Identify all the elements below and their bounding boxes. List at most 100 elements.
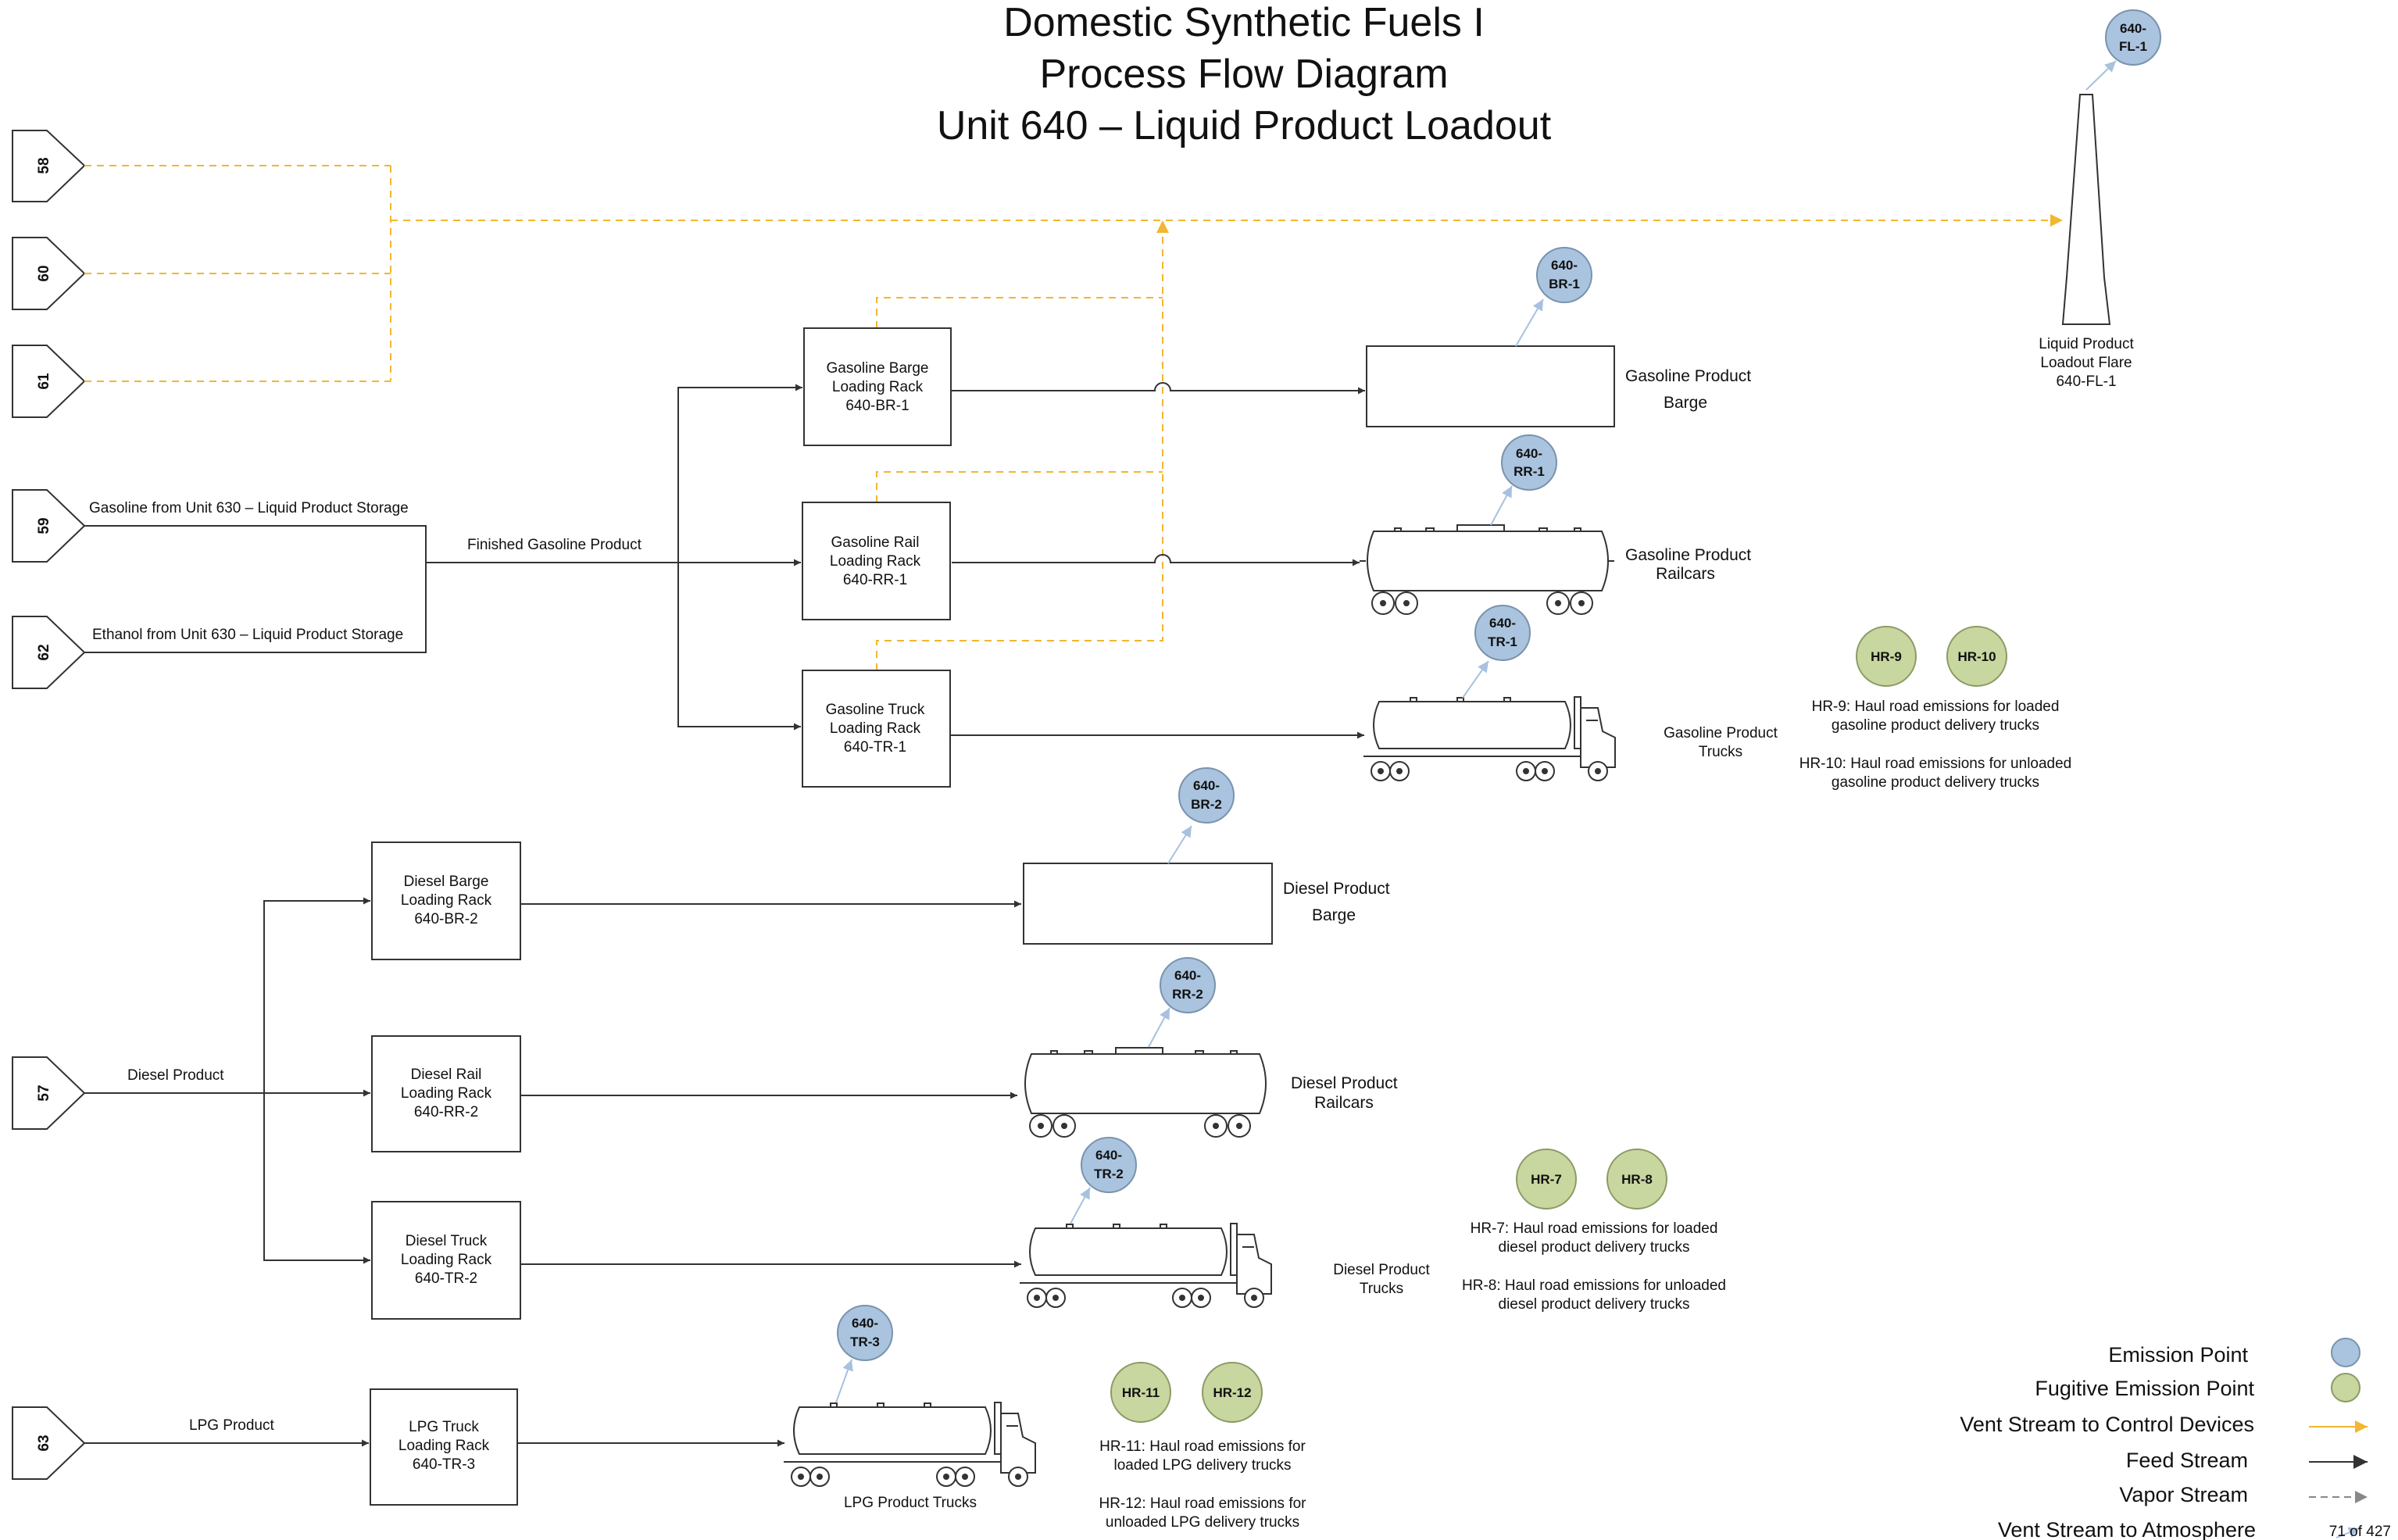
ep-label-1: 640-	[2120, 21, 2146, 36]
diesel-product-railcar	[1024, 1047, 1267, 1138]
fugitive-point-hr-7: HR-7	[1516, 1149, 1577, 1209]
ep-label-1: 640-	[1489, 616, 1516, 631]
feed-streams-diesel	[84, 897, 1021, 1268]
page-number: 71 of 427	[2329, 1524, 2391, 1540]
diesel-rail-loading-rack: Diesel Rail Loading Rack 640-RR-2	[371, 1035, 521, 1152]
gasoline-product-truck	[1363, 696, 1616, 781]
legend-fugitive-point-label: Fugitive Emission Point	[2035, 1377, 2254, 1400]
fep-label: HR-8	[1621, 1172, 1653, 1187]
emission-point-640-rr-1: 640- RR-1	[1501, 434, 1557, 491]
connector-label: 60	[36, 265, 52, 281]
emission-point-640-fl-1: 640- FL-1	[2105, 9, 2161, 66]
gasoline-product-railcar	[1360, 524, 1614, 615]
rack-label-3: 640-RR-1	[843, 572, 907, 588]
note-hr-8-line-2: diesel product delivery trucks	[1499, 1296, 1690, 1313]
emission-point-640-br-1: 640- BR-1	[1536, 247, 1592, 303]
rack-label-3: 640-TR-2	[415, 1270, 477, 1287]
diesel-barge-label-2: Barge	[1312, 906, 1356, 924]
fugitive-point-hr-11: HR-11	[1110, 1362, 1171, 1423]
flare-label-1: Liquid Product	[2039, 336, 2134, 352]
lpg-trucks-label: LPG Product Trucks	[844, 1495, 977, 1511]
emission-point-640-tr-1: 640- TR-1	[1474, 605, 1531, 661]
connector-label: 63	[36, 1435, 52, 1451]
diagram-title-line-1: Domestic Synthetic Fuels I	[1003, 0, 1485, 45]
rack-label-3: 640-TR-3	[413, 1456, 475, 1473]
legend-vent-atmosphere-label: Vent Stream to Atmosphere	[1998, 1518, 2256, 1540]
gasoline-barge-loading-rack: Gasoline Barge Loading Rack 640-BR-1	[803, 327, 952, 446]
ep-label-2: TR-3	[850, 1335, 880, 1349]
ep-label-2: TR-2	[1094, 1167, 1124, 1181]
gasoline-product-barge	[1366, 345, 1615, 427]
flare-label-3: 640-FL-1	[2056, 373, 2116, 390]
ep-label-2: RR-1	[1513, 464, 1545, 479]
rack-label-2: Loading Rack	[830, 720, 921, 737]
ep-label-2: BR-1	[1549, 277, 1580, 291]
stream-label-ethanol-from: Ethanol from Unit 630 – Liquid Product S…	[92, 627, 403, 643]
note-hr-10-line-1: HR-10: Haul road emissions for unloaded	[1799, 756, 2072, 772]
rack-label-1: Gasoline Rail	[831, 534, 920, 551]
diesel-barge-loading-rack: Diesel Barge Loading Rack 640-BR-2	[371, 841, 521, 960]
note-hr-9-line-1: HR-9: Haul road emissions for loaded	[1812, 699, 2060, 715]
rack-label-1: LPG Truck	[409, 1419, 479, 1435]
legend-vent-atmosphere-swatch	[2335, 1527, 2360, 1538]
rack-label-1: Diesel Truck	[406, 1233, 488, 1249]
rack-label-3: 640-BR-2	[414, 911, 477, 927]
offpage-connector-60: 60	[12, 237, 86, 310]
diesel-railcars-label-1: Diesel Product	[1291, 1074, 1398, 1092]
offpage-connector-59: 59	[12, 489, 86, 563]
connector-label: 59	[36, 517, 52, 534]
emission-point-640-tr-3: 640- TR-3	[837, 1305, 893, 1361]
offpage-connector-58: 58	[12, 130, 86, 202]
fugitive-point-hr-8: HR-8	[1606, 1149, 1667, 1209]
ep-label-1: 640-	[1551, 258, 1578, 273]
connector-label: 62	[36, 644, 52, 660]
rack-label-2: Loading Rack	[398, 1438, 490, 1454]
ep-label-1: 640-	[1095, 1148, 1122, 1163]
legend-vapor-label: Vapor Stream	[2119, 1483, 2248, 1506]
gasoline-rail-loading-rack: Gasoline Rail Loading Rack 640-RR-1	[802, 502, 951, 620]
gasoline-trucks-label-1: Gasoline Product	[1664, 725, 1778, 741]
ep-label-1: 640-	[1174, 968, 1201, 983]
gasoline-truck-loading-rack: Gasoline Truck Loading Rack 640-TR-1	[802, 670, 951, 788]
gasoline-barge-label-1: Gasoline Product	[1625, 367, 1751, 385]
diagram-title-line-2: Process Flow Diagram	[1039, 52, 1448, 97]
legend: Emission Point Fugitive Emission Point V…	[1960, 1338, 2368, 1540]
diesel-truck-loading-rack: Diesel Truck Loading Rack 640-TR-2	[371, 1201, 521, 1320]
vent-streams-to-control	[84, 165, 2063, 670]
diesel-railcars-label-2: Railcars	[1314, 1094, 1374, 1112]
note-hr-12-line-2: unloaded LPG delivery trucks	[1106, 1514, 1299, 1531]
offpage-connector-63: 63	[12, 1406, 86, 1480]
gasoline-railcars-label-1: Gasoline Product	[1625, 546, 1751, 564]
legend-fugitive-point-swatch	[2331, 1373, 2360, 1402]
emission-point-640-tr-2: 640- TR-2	[1081, 1137, 1137, 1193]
fep-label: HR-11	[1122, 1385, 1160, 1400]
note-hr-8-line-1: HR-8: Haul road emissions for unloaded	[1462, 1277, 1726, 1294]
rack-label-2: Loading Rack	[401, 892, 492, 909]
note-hr-11-line-1: HR-11: Haul road emissions for	[1099, 1438, 1306, 1455]
offpage-connector-61: 61	[12, 345, 86, 418]
lpg-truck-loading-rack: LPG Truck Loading Rack 640-TR-3	[370, 1388, 518, 1506]
note-hr-10-line-2: gasoline product delivery trucks	[1832, 774, 2039, 791]
fep-label: HR-10	[1957, 649, 1996, 664]
ep-label-1: 640-	[1516, 446, 1542, 461]
rack-label-3: 640-RR-2	[414, 1104, 478, 1120]
fugitive-point-hr-12: HR-12	[1202, 1362, 1263, 1423]
connector-label: 61	[36, 373, 52, 390]
gasoline-railcars-label-2: Railcars	[1656, 565, 1715, 583]
ep-label-1: 640-	[1193, 778, 1220, 793]
ep-label-2: BR-2	[1191, 797, 1222, 812]
legend-emission-point-swatch	[2331, 1338, 2360, 1367]
rack-label-1: Diesel Rail	[411, 1067, 482, 1083]
ep-label-1: 640-	[852, 1316, 878, 1331]
note-hr-11-line-2: loaded LPG delivery trucks	[1113, 1457, 1291, 1474]
diesel-trucks-label-1: Diesel Product	[1333, 1262, 1430, 1278]
diesel-barge-label-1: Diesel Product	[1283, 880, 1390, 898]
legend-feed-label: Feed Stream	[2126, 1449, 2248, 1472]
note-hr-7-line-1: HR-7: Haul road emissions for loaded	[1471, 1220, 1718, 1237]
rack-label-2: Loading Rack	[830, 553, 921, 570]
stream-label-finished-gasoline: Finished Gasoline Product	[467, 537, 642, 553]
rack-label-2: Loading Rack	[401, 1252, 492, 1268]
gasoline-barge-label-2: Barge	[1664, 394, 1707, 412]
fep-label: HR-9	[1871, 649, 1902, 664]
